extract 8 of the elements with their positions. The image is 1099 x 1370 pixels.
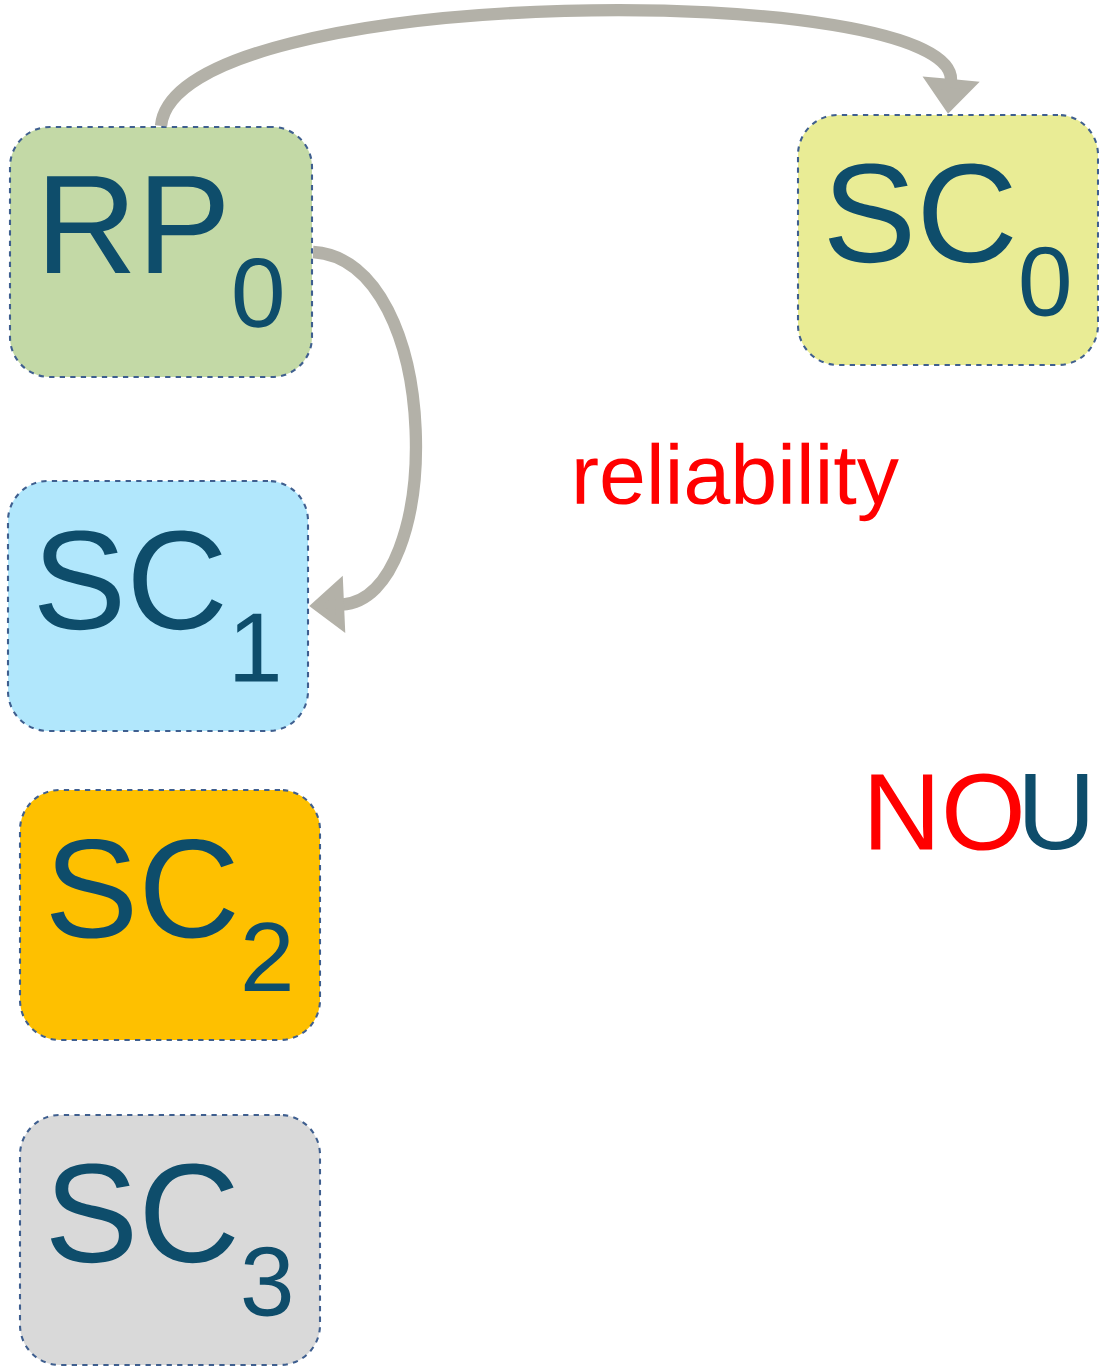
process-box: SC$_{2}$ <box>18 788 322 1042</box>
label-text: NO <box>871 773 1021 851</box>
label-text: reliability <box>576 442 899 522</box>
process-box: SC$_{0}$ <box>796 113 1099 367</box>
process-box: SC$_{1}$ <box>6 479 310 733</box>
process-box: RP$_{0}$ <box>8 125 314 379</box>
label-text: U <box>1025 773 1088 850</box>
process-box: SC$_{3}$ <box>18 1113 322 1367</box>
